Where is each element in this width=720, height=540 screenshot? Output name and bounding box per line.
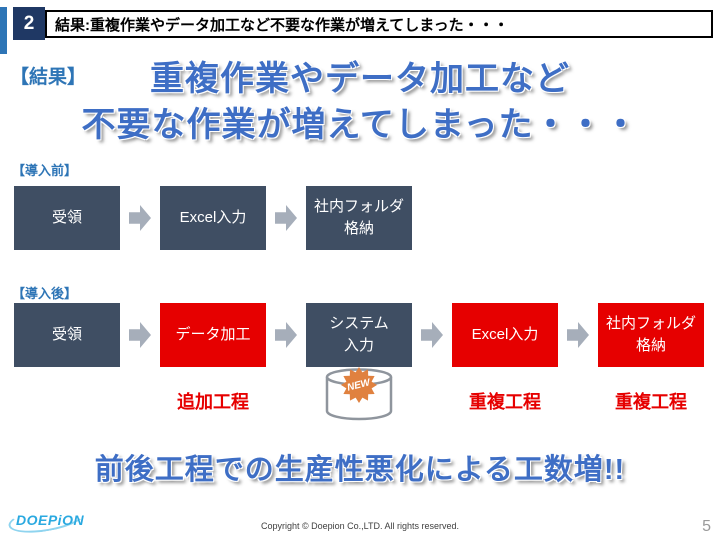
logo-text: DOEPiON xyxy=(16,512,85,528)
flow-arrow xyxy=(266,322,306,348)
slide-number-badge: 2 xyxy=(13,7,45,40)
before-step-folder: 社内フォルダ 格納 xyxy=(306,186,412,250)
flow-arrow xyxy=(120,322,160,348)
after-step-receipt: 受領 xyxy=(14,303,120,367)
result-label: 【結果】 xyxy=(10,67,87,88)
bottom-message: 前後工程での生産性悪化による工数増!! xyxy=(94,454,626,486)
database-icon-wrap: NEW xyxy=(306,367,412,425)
headline-line1: 重複作業やデータ加工など xyxy=(150,60,570,98)
annotation-added-process: 追加工程 xyxy=(177,392,249,412)
arrow-right-icon xyxy=(129,205,151,231)
annotation-duplicate-process-2: 重複工程 xyxy=(615,392,687,412)
headline-line2: 不要な作業が増えてしまった・・・ xyxy=(81,106,639,144)
flow-arrow xyxy=(558,322,598,348)
page-number: 5 xyxy=(702,518,711,535)
annotation-duplicate-process-1: 重複工程 xyxy=(469,392,541,412)
before-section-label: 【導入前】 xyxy=(12,163,78,178)
after-section-label: 【導入後】 xyxy=(12,286,78,301)
flow-arrow xyxy=(266,205,306,231)
left-accent-bar xyxy=(0,7,7,54)
flow-arrow xyxy=(120,205,160,231)
before-step-receipt: 受領 xyxy=(14,186,120,250)
after-step-folder: 社内フォルダ 格納 xyxy=(598,303,704,367)
after-step-system-input: システム 入力 xyxy=(306,303,412,367)
headline: 重複作業やデータ加工など 不要な作業が増えてしまった・・・ xyxy=(0,56,720,148)
arrow-right-icon xyxy=(567,322,589,348)
new-badge-label: NEW xyxy=(346,376,372,394)
arrow-right-icon xyxy=(275,205,297,231)
header-title: 結果:重複作業やデータ加工など不要な作業が増えてしまった・・・ xyxy=(45,10,713,38)
before-step-excel: Excel入力 xyxy=(160,186,266,250)
arrow-right-icon xyxy=(275,322,297,348)
arrow-right-icon xyxy=(129,322,151,348)
copyright-text: Copyright © Doepion Co.,LTD. All rights … xyxy=(260,521,460,531)
before-flow: 受領 Excel入力 社内フォルダ 格納 xyxy=(14,186,412,250)
after-step-excel: Excel入力 xyxy=(452,303,558,367)
flow-arrow xyxy=(412,322,452,348)
company-logo: DOEPiON xyxy=(6,500,92,538)
arrow-right-icon xyxy=(421,322,443,348)
after-step-data-processing: データ加工 xyxy=(160,303,266,367)
after-flow: 受領 データ加工 システム 入力 Excel入力 社内フォルダ 格納 xyxy=(14,303,704,367)
